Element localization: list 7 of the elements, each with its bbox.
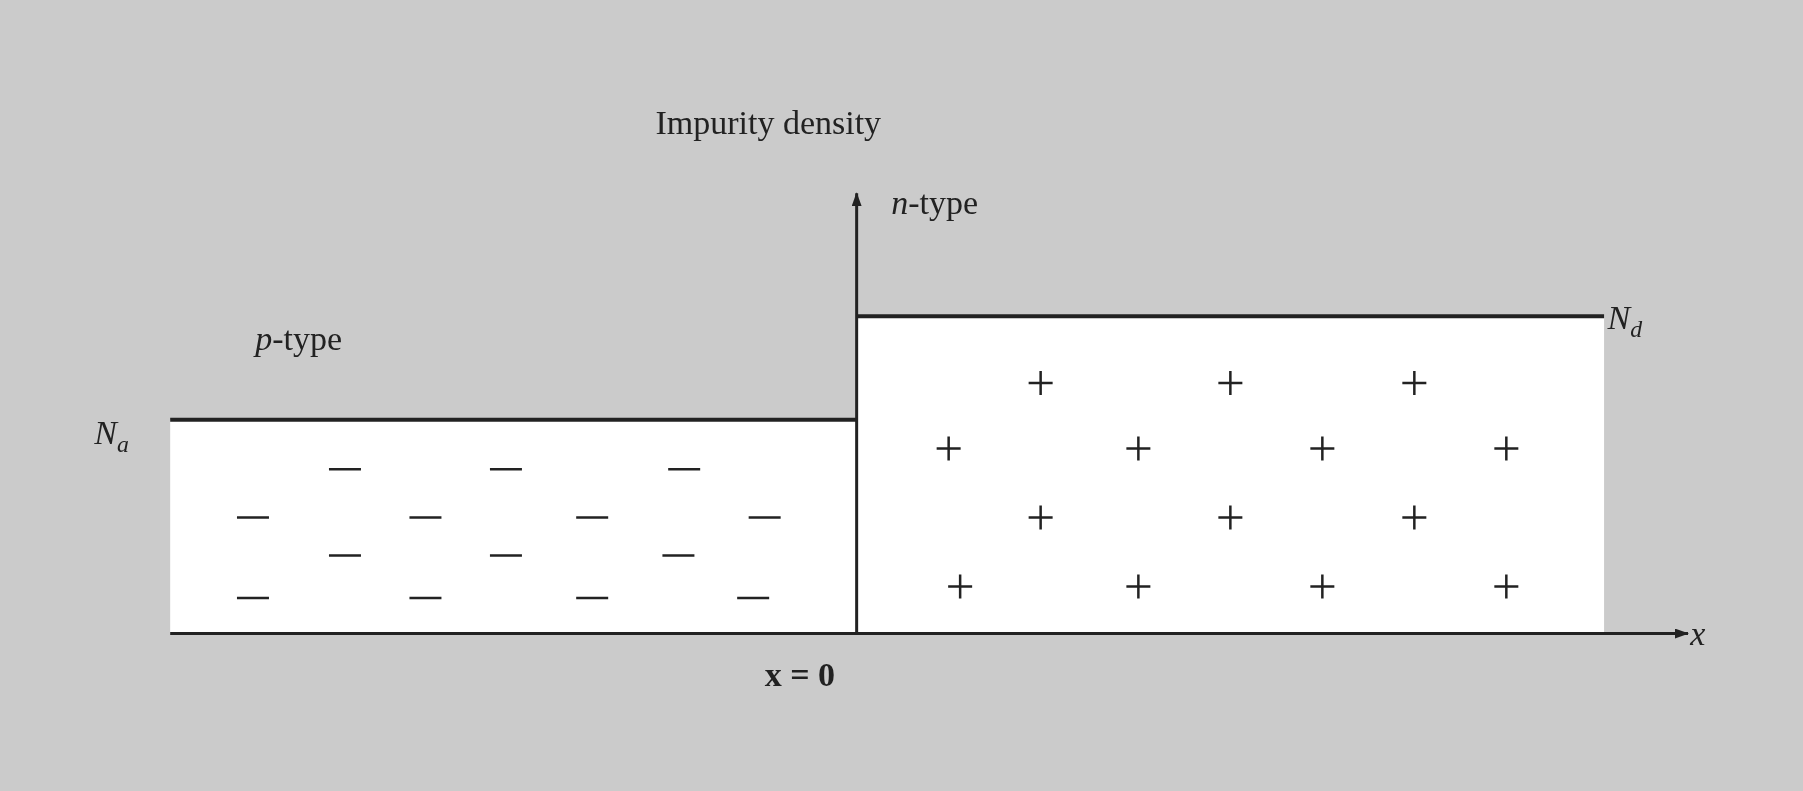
axis-label: x — [1690, 617, 1706, 652]
origin-label: x = 0 — [764, 657, 836, 692]
level-label: N$_{a}$ — [94, 416, 129, 457]
region-label: p-type — [255, 321, 343, 356]
level-label: N$_{d}$ — [1607, 301, 1643, 342]
region-label: n-type — [891, 186, 978, 221]
axis-title: Impurity density — [655, 105, 882, 140]
